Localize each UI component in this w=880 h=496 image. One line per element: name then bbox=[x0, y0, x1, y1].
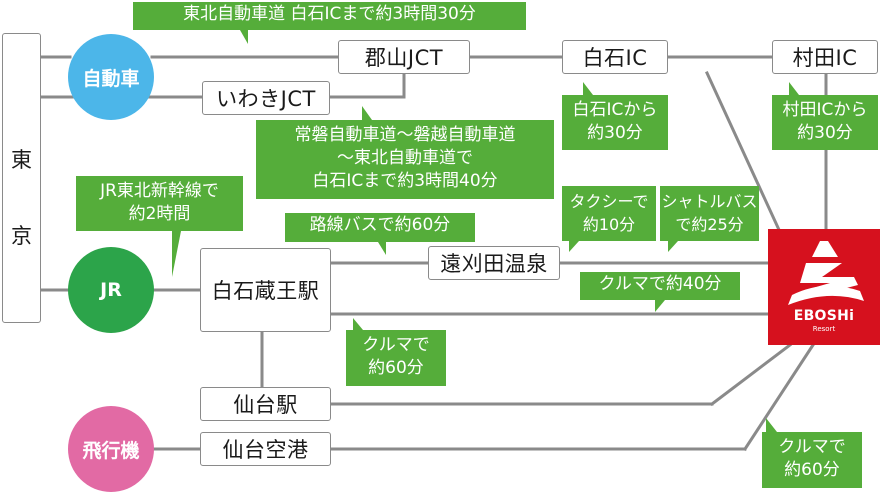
note-murata-ic-time-line-1: 村田ICから bbox=[782, 100, 868, 120]
note-route-bus-text: 路線バスで約60分 bbox=[309, 215, 451, 235]
note-shinkansen-line-2: 約2時間 bbox=[128, 204, 191, 224]
note-tail bbox=[172, 231, 181, 277]
note-joban-line-3: 白石ICまで約3時間40分 bbox=[312, 171, 498, 191]
togatta-onsen-label: 遠刈田温泉 bbox=[440, 252, 548, 276]
note-taxi-line-2: 約10分 bbox=[582, 215, 636, 234]
line-airport-diag bbox=[742, 342, 816, 452]
tokyo-box: 東 京 bbox=[2, 33, 41, 323]
logo-brand-text: EBOSHi bbox=[793, 308, 855, 324]
note-shiroishi-ic-time: 白石ICから 約30分 bbox=[562, 95, 668, 150]
line-sendai-diag bbox=[709, 342, 793, 407]
shiroishi-zao-station-label: 白石蔵王駅 bbox=[211, 279, 320, 303]
iwaki-jct-box: いわきJCT bbox=[202, 81, 330, 115]
note-tail bbox=[766, 418, 777, 432]
murata-ic-label: 村田IC bbox=[792, 46, 858, 70]
car-mode-label: 自動車 bbox=[82, 67, 140, 90]
murata-ic-box: 村田IC bbox=[772, 40, 878, 74]
note-murata-ic-time-line-2: 約30分 bbox=[797, 123, 853, 143]
logo-sub-text: Resort bbox=[812, 325, 836, 333]
note-taxi-line-1: タクシーで bbox=[569, 192, 649, 211]
line-shiroishi-ic-resort bbox=[705, 71, 782, 234]
eboshi-resort-logo: EBOSHi Resort bbox=[768, 229, 880, 345]
note-tail bbox=[378, 242, 386, 255]
note-shuttle: シャトルバス で約25分 bbox=[660, 186, 759, 241]
note-tail bbox=[668, 241, 678, 252]
note-car-60-airport-line-2: 約60分 bbox=[784, 460, 840, 480]
note-joban-line-1: 常磐自動車道〜磐越自動車道 bbox=[294, 125, 516, 145]
plane-mode-label: 飛行機 bbox=[82, 439, 140, 462]
koriyama-jct-box: 郡山JCT bbox=[338, 40, 470, 74]
shiroishi-ic-label: 白石IC bbox=[582, 46, 648, 70]
note-shinkansen: JR東北新幹線で 約2時間 bbox=[76, 176, 243, 231]
note-shiroishi-ic-time-line-2: 約30分 bbox=[587, 123, 643, 143]
mountain-logo-icon bbox=[788, 241, 864, 305]
note-tail bbox=[655, 300, 665, 312]
note-route-bus: 路線バスで約60分 bbox=[285, 213, 475, 242]
note-murata-ic-time: 村田ICから 約30分 bbox=[772, 95, 878, 150]
note-car-40: クルマで約40分 bbox=[580, 272, 740, 300]
sendai-airport-box: 仙台空港 bbox=[200, 432, 331, 466]
note-car-60-sendai-line-2: 約60分 bbox=[368, 358, 424, 378]
note-tohoku-expressway-text: 東北自動車道 白石ICまで約3時間30分 bbox=[183, 4, 476, 24]
note-tail bbox=[583, 82, 593, 95]
sendai-station-box: 仙台駅 bbox=[200, 387, 331, 421]
note-car-60-sendai-line-1: クルマで bbox=[362, 335, 430, 355]
note-taxi: タクシーで 約10分 bbox=[562, 186, 656, 241]
shiroishi-ic-box: 白石IC bbox=[562, 40, 668, 74]
note-joban-line-2: 〜東北自動車道で bbox=[337, 148, 473, 168]
note-tail bbox=[240, 30, 248, 44]
note-car-60-sendai: クルマで 約60分 bbox=[346, 330, 446, 386]
note-car-60-airport-line-1: クルマで bbox=[778, 437, 846, 457]
tokyo-char-2: 京 bbox=[11, 224, 32, 248]
sendai-station-label: 仙台駅 bbox=[233, 393, 298, 417]
jr-mode-circle: JR bbox=[68, 247, 154, 333]
sendai-airport-label: 仙台空港 bbox=[222, 438, 309, 462]
koriyama-jct-label: 郡山JCT bbox=[364, 46, 444, 70]
togatta-onsen-box: 遠刈田温泉 bbox=[428, 246, 560, 280]
note-shuttle-line-2: で約25分 bbox=[675, 215, 744, 234]
note-car-60-airport: クルマで 約60分 bbox=[762, 432, 862, 488]
shiroishi-zao-station-box: 白石蔵王駅 bbox=[200, 248, 331, 332]
iwaki-jct-label: いわきJCT bbox=[216, 87, 316, 111]
note-shinkansen-line-1: JR東北新幹線で bbox=[100, 181, 219, 201]
plane-mode-circle: 飛行機 bbox=[68, 406, 154, 492]
note-tail bbox=[789, 82, 799, 95]
car-mode-circle: 自動車 bbox=[68, 34, 154, 120]
note-shiroishi-ic-time-line-1: 白石ICから bbox=[572, 100, 658, 120]
note-tail bbox=[353, 318, 363, 330]
note-shuttle-line-1: シャトルバス bbox=[661, 192, 758, 211]
note-joban: 常磐自動車道〜磐越自動車道 〜東北自動車道で 白石ICまで約3時間40分 bbox=[256, 120, 554, 199]
tokyo-char-1: 東 bbox=[11, 148, 32, 172]
note-car-40-text: クルマで約40分 bbox=[598, 274, 722, 294]
line-iwaki-koriyama bbox=[328, 71, 406, 99]
note-tohoku-expressway: 東北自動車道 白石ICまで約3時間30分 bbox=[133, 2, 526, 30]
note-tail bbox=[362, 106, 372, 120]
jr-mode-label: JR bbox=[100, 279, 122, 301]
note-tail bbox=[569, 241, 579, 252]
